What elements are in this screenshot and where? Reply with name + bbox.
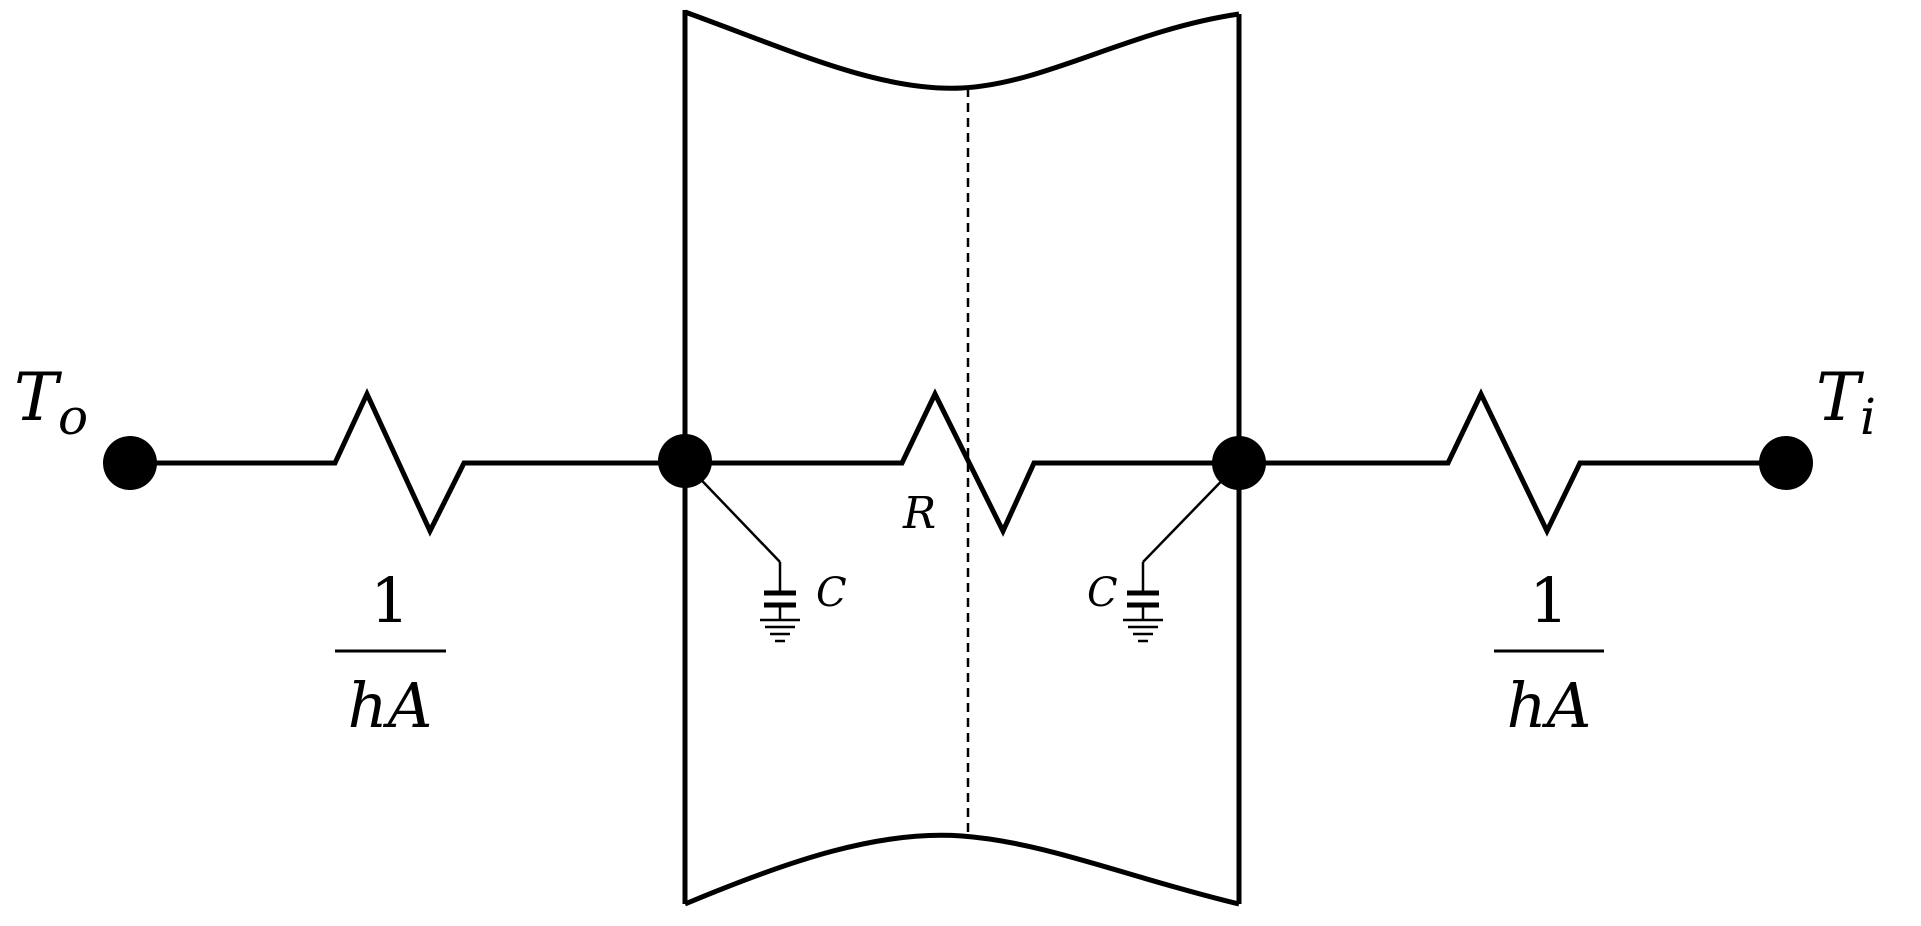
right-capacitor-label: C	[1087, 570, 1118, 616]
wall-section	[682, 9, 1242, 907]
right-capacitor: C	[1087, 462, 1240, 643]
node-outside-symbol: T	[14, 359, 63, 436]
node-outside-dot	[103, 436, 157, 490]
left-fraction-denominator: hA	[348, 669, 433, 742]
left-ground-icon	[760, 618, 800, 643]
node-inside-subscript: i	[1860, 388, 1876, 446]
right-ground-icon	[1123, 618, 1163, 643]
node-inside-label: Ti	[1816, 359, 1876, 446]
middle-wire-with-wall-resistor	[685, 388, 1239, 537]
left-wire-with-convection-resistor	[130, 388, 685, 537]
right-fraction-numerator: 1	[1529, 564, 1568, 637]
left-capacitor: C	[684, 462, 847, 643]
left-convection-fraction: 1 hA	[335, 564, 446, 742]
wall-resistor-label: R	[902, 488, 936, 539]
left-capacitor-label: C	[816, 570, 847, 616]
right-wire-with-convection-resistor	[1239, 388, 1786, 537]
node-inside-dot	[1759, 436, 1813, 490]
node-inside-symbol: T	[1816, 359, 1865, 436]
left-fraction-numerator: 1	[370, 564, 409, 637]
node-wall-left-dot	[658, 434, 712, 488]
wall-top-break	[684, 9, 1240, 91]
right-fraction-denominator: hA	[1507, 669, 1592, 742]
node-wall-right-dot	[1212, 436, 1266, 490]
right-convection-fraction: 1 hA	[1494, 564, 1604, 742]
wall-bottom-break	[684, 832, 1240, 907]
node-outside-label: To	[14, 359, 88, 446]
node-outside-subscript: o	[58, 388, 88, 446]
